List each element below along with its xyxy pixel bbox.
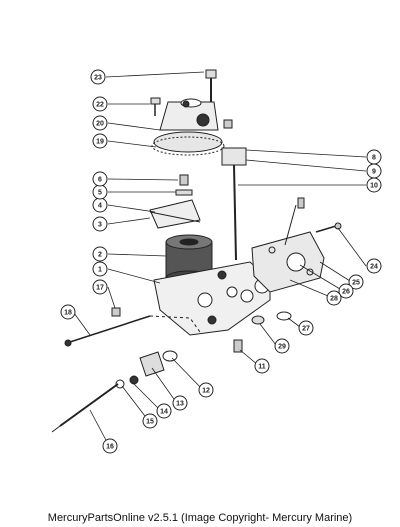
callout-15: 15 xyxy=(142,413,158,429)
parts-diagram: 1234568910111213141516171819202223242526… xyxy=(51,69,382,454)
callout-12: 12 xyxy=(198,382,214,398)
callout-3: 3 xyxy=(92,216,108,232)
image-caption: MercuryPartsOnline v2.5.1 (Image Copyrig… xyxy=(47,512,353,524)
callout-22: 22 xyxy=(92,96,108,112)
callout-17: 17 xyxy=(92,279,108,295)
callout-29: 29 xyxy=(274,338,290,354)
callout-number: 1 xyxy=(98,267,102,274)
bracket-stack xyxy=(149,174,201,229)
callout-number: 12 xyxy=(202,388,210,395)
callout-6: 6 xyxy=(92,171,108,187)
callout-19: 19 xyxy=(92,133,108,149)
callout-number: 27 xyxy=(302,326,310,333)
callout-number: 29 xyxy=(278,344,286,351)
callout-2: 2 xyxy=(92,246,108,262)
callout-group: 1234568910111213141516171819202223242526… xyxy=(60,69,382,454)
callout-number: 14 xyxy=(160,409,168,416)
callout-number: 10 xyxy=(370,183,378,190)
callout-number: 13 xyxy=(176,401,184,408)
cover-housing xyxy=(151,98,225,156)
right-screw xyxy=(315,222,342,233)
callout-number: 15 xyxy=(146,419,154,426)
callout-number: 26 xyxy=(342,289,350,296)
callout-25: 25 xyxy=(348,274,364,290)
callout-18: 18 xyxy=(60,304,76,320)
callout-number: 17 xyxy=(96,285,104,292)
callout-number: 28 xyxy=(330,296,338,303)
callout-4: 4 xyxy=(92,197,108,213)
callout-23: 23 xyxy=(90,69,106,85)
callout-number: 11 xyxy=(258,364,266,371)
leader-lines xyxy=(73,71,367,445)
callout-number: 20 xyxy=(96,121,104,128)
callout-number: 5 xyxy=(98,190,102,197)
long-rod xyxy=(51,383,119,433)
callout-5: 5 xyxy=(92,184,108,200)
callout-27: 27 xyxy=(298,320,314,336)
callout-number: 18 xyxy=(64,310,72,317)
inlet-fittings xyxy=(115,350,178,389)
callout-26: 26 xyxy=(338,283,354,299)
washers xyxy=(233,311,292,353)
callout-13: 13 xyxy=(172,395,188,411)
shaft-fittings xyxy=(221,119,247,261)
callout-11: 11 xyxy=(254,358,270,374)
callout-number: 24 xyxy=(370,264,378,271)
callout-number: 4 xyxy=(98,203,102,210)
left-screw xyxy=(64,307,201,347)
callout-number: 3 xyxy=(98,222,102,229)
side-plate xyxy=(251,197,325,293)
callout-number: 16 xyxy=(106,444,114,451)
callout-8: 8 xyxy=(366,149,382,165)
callout-number: 22 xyxy=(96,102,104,109)
callout-9: 9 xyxy=(366,163,382,179)
callout-number: 2 xyxy=(98,252,102,259)
callout-number: 9 xyxy=(372,169,376,176)
callout-24: 24 xyxy=(366,258,382,274)
callout-1: 1 xyxy=(92,261,108,277)
callout-10: 10 xyxy=(366,177,382,193)
small-screw xyxy=(150,97,161,116)
callout-number: 8 xyxy=(372,155,376,162)
callout-14: 14 xyxy=(156,403,172,419)
callout-28: 28 xyxy=(326,290,342,306)
callout-number: 6 xyxy=(98,177,102,184)
callout-16: 16 xyxy=(102,438,118,454)
callout-number: 25 xyxy=(352,280,360,287)
callout-number: 19 xyxy=(96,139,104,146)
callout-number: 23 xyxy=(94,75,102,82)
callout-20: 20 xyxy=(92,115,108,131)
